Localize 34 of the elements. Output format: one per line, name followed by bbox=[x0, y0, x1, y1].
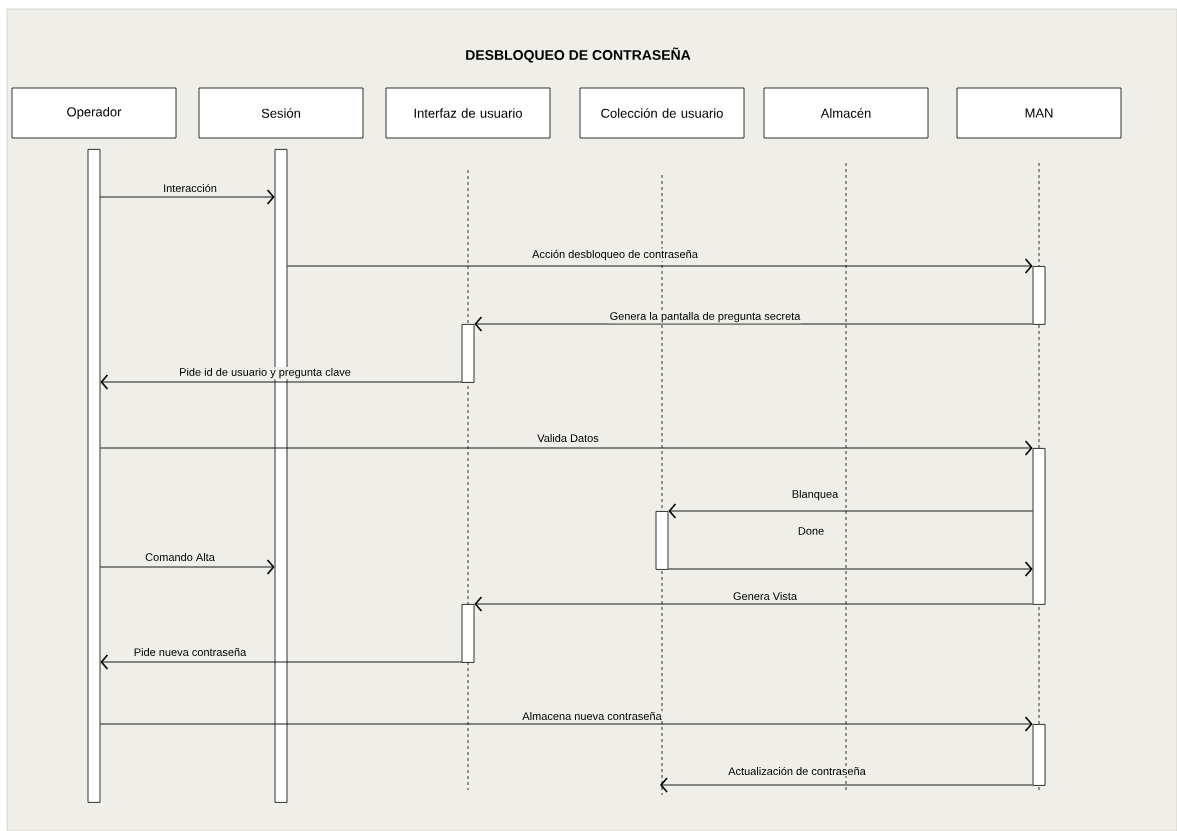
message-label: Interacción bbox=[162, 182, 218, 194]
message-arrow bbox=[99, 440, 1033, 456]
participant-box: Colección de usuario bbox=[579, 87, 745, 139]
message-arrow bbox=[99, 559, 275, 575]
title: DESBLOQUEO DE CONTRASEÑA bbox=[466, 47, 691, 63]
participant-box: Sesión bbox=[198, 87, 364, 139]
message-label: Almacena nueva contraseña bbox=[521, 710, 663, 722]
activation-bar bbox=[461, 324, 475, 383]
message-arrow bbox=[474, 596, 1034, 612]
message-arrow bbox=[668, 503, 1034, 519]
message-arrow bbox=[99, 716, 1033, 732]
activation-bar bbox=[1032, 724, 1046, 786]
message-label: Genera Vista bbox=[732, 590, 798, 602]
message-label: Actualización de contraseña bbox=[727, 765, 867, 777]
message-arrow bbox=[660, 777, 1034, 793]
message-arrow bbox=[99, 189, 275, 205]
participant-box: Operador bbox=[11, 87, 177, 139]
message-label: Valida Datos bbox=[536, 432, 600, 444]
activation-bar bbox=[655, 511, 669, 570]
participant-box: MAN bbox=[956, 87, 1122, 139]
message-arrow bbox=[100, 654, 463, 670]
activation-bar bbox=[1032, 448, 1046, 605]
message-arrow bbox=[100, 374, 463, 390]
message-label: Comando Alta bbox=[144, 551, 216, 563]
participant-box: Interfaz de usuario bbox=[385, 87, 551, 139]
activation-bar bbox=[87, 149, 101, 803]
message-label: Done bbox=[796, 526, 826, 536]
message-arrow bbox=[286, 258, 1033, 274]
activation-bar bbox=[461, 604, 475, 663]
message-arrow bbox=[667, 561, 1033, 577]
message-arrow bbox=[474, 316, 1034, 332]
activation-bar bbox=[1032, 266, 1046, 325]
participant-box: Almacén bbox=[763, 87, 929, 139]
message-label: Pide nueva contraseña bbox=[132, 646, 248, 658]
